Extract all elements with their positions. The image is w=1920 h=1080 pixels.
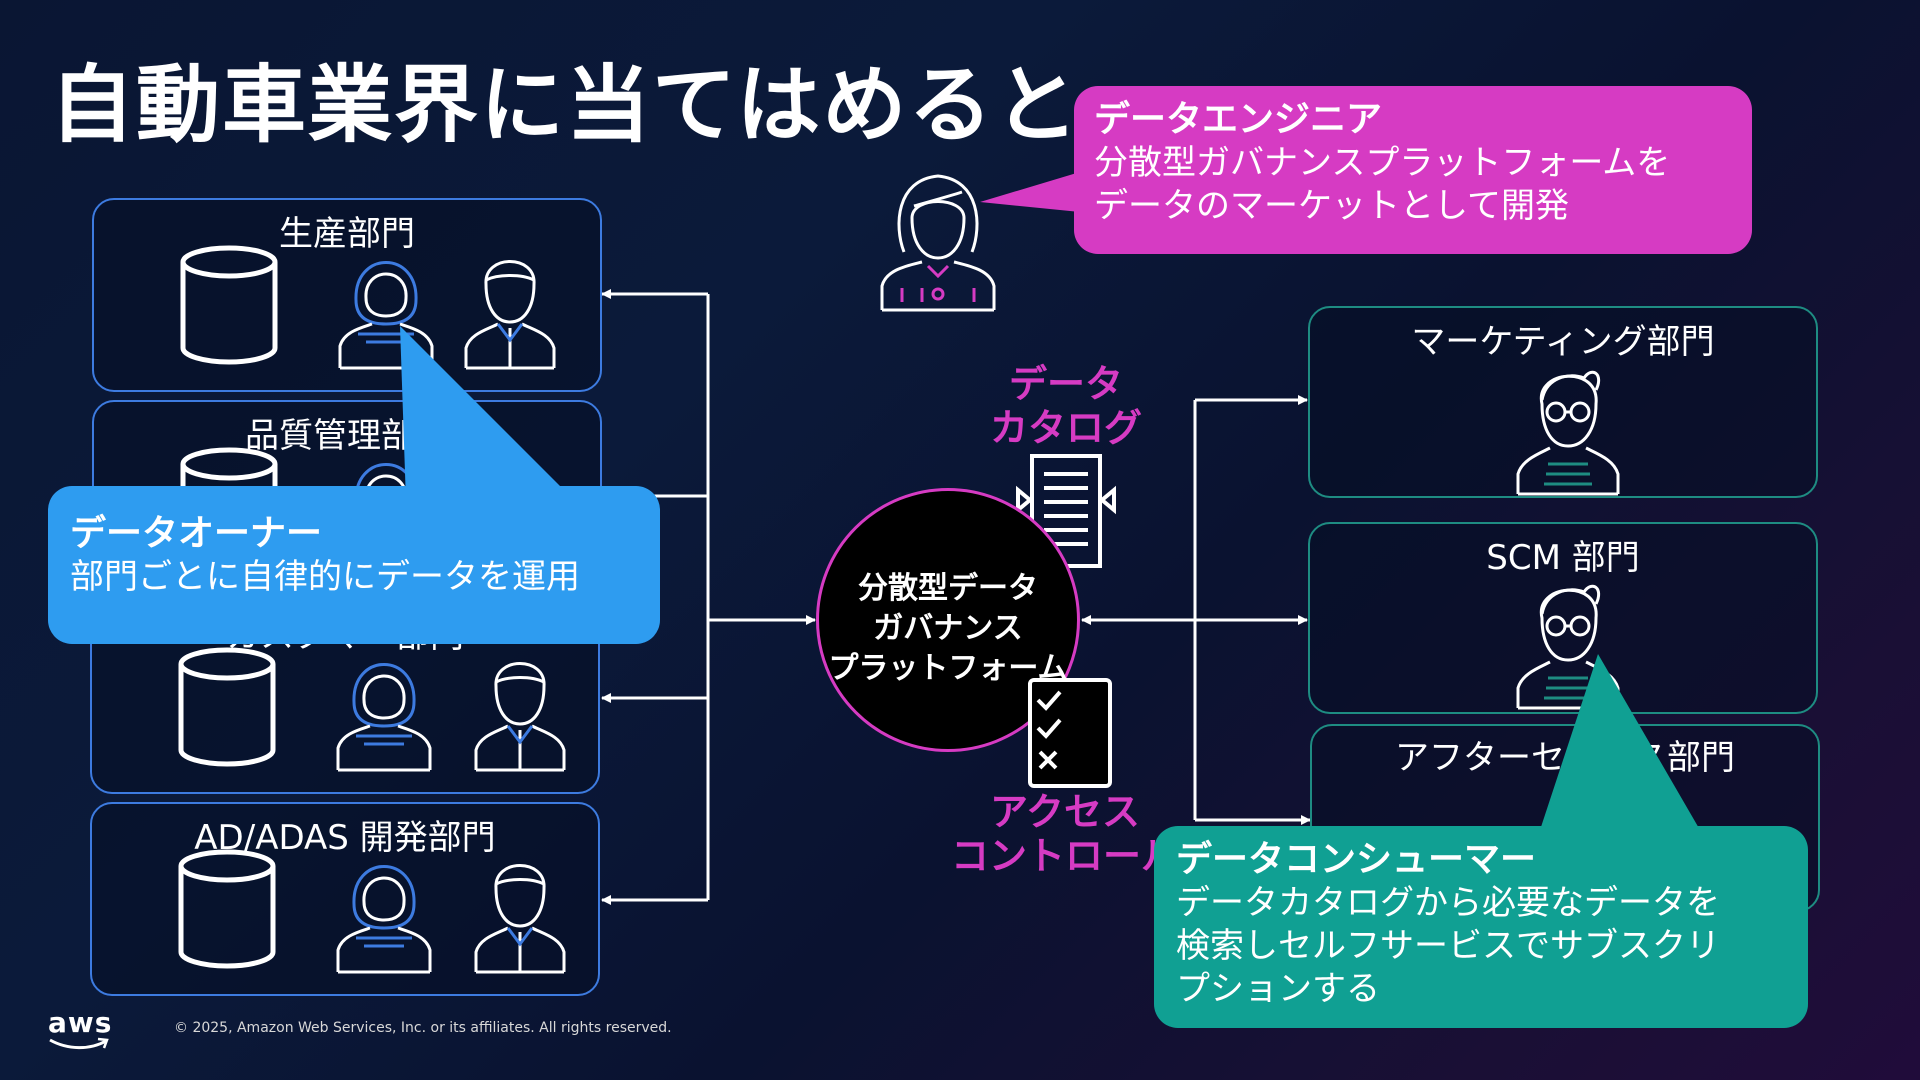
callout-data-consumer: データコンシューマー データカタログから必要なデータを 検索しセルフサービスでサ… — [1154, 826, 1808, 1028]
database-icon — [178, 647, 276, 767]
callout-pointer — [1540, 654, 1700, 830]
data-consumer-person-icon — [1516, 584, 1620, 710]
person-icon — [474, 864, 566, 974]
database-icon — [178, 849, 276, 969]
callout-pointer — [400, 326, 576, 502]
callout-pointer — [980, 172, 1080, 212]
governance-platform-label: 分散型データ ガバナンス プラットフォーム — [828, 571, 1068, 686]
callout-body: 分散型ガバナンスプラットフォームを データのマーケットとして開発 — [1094, 143, 1671, 226]
dept-box-scm: SCM 部門 — [1308, 522, 1818, 714]
callout-title: データオーナー — [70, 513, 323, 554]
footer-copyright: © 2025, Amazon Web Services, Inc. or its… — [174, 1020, 672, 1036]
data-catalog-label: データ カタログ — [989, 362, 1142, 450]
dept-box-production: 生産部門 — [92, 198, 602, 392]
aws-smile-icon — [49, 1037, 109, 1050]
data-owner-person-icon — [336, 865, 432, 974]
data-engineer-person-icon — [880, 174, 996, 312]
aws-logo: aws — [48, 1006, 113, 1055]
dept-label-marketing: マーケティング部門 — [1411, 322, 1715, 362]
dept-label-scm: SCM 部門 — [1486, 538, 1640, 578]
dept-box-marketing: マーケティング部門 — [1308, 306, 1818, 498]
access-control-label: アクセス コントロール — [950, 790, 1179, 878]
database-icon — [180, 245, 278, 365]
callout-title: データコンシューマー — [1176, 839, 1537, 880]
data-owner-person-icon — [338, 261, 434, 370]
person-icon — [464, 260, 556, 370]
callout-body: データカタログから必要なデータを 検索しセルフサービスでサブスクリ プションする — [1176, 883, 1720, 1009]
person-icon — [474, 662, 566, 772]
callout-body: 部門ごとに自律的にデータを運用 — [70, 557, 580, 597]
dept-box-adas: AD/ADAS 開発部門 — [90, 802, 600, 996]
dept-label-production: 生産部門 — [279, 214, 415, 254]
callout-data-owner: データオーナー 部門ごとに自律的にデータを運用 — [48, 486, 660, 644]
page-title: 自動車業界に当てはめると — [50, 56, 1081, 154]
data-consumer-person-icon — [1516, 370, 1620, 496]
checklist-icon — [1028, 678, 1112, 788]
callout-title: データエンジニア — [1094, 99, 1383, 140]
aws-logo-text: aws — [48, 1006, 113, 1039]
callout-data-engineer: データエンジニア 分散型ガバナンスプラットフォームを データのマーケットとして開… — [980, 86, 1752, 254]
data-owner-person-icon — [336, 663, 432, 772]
